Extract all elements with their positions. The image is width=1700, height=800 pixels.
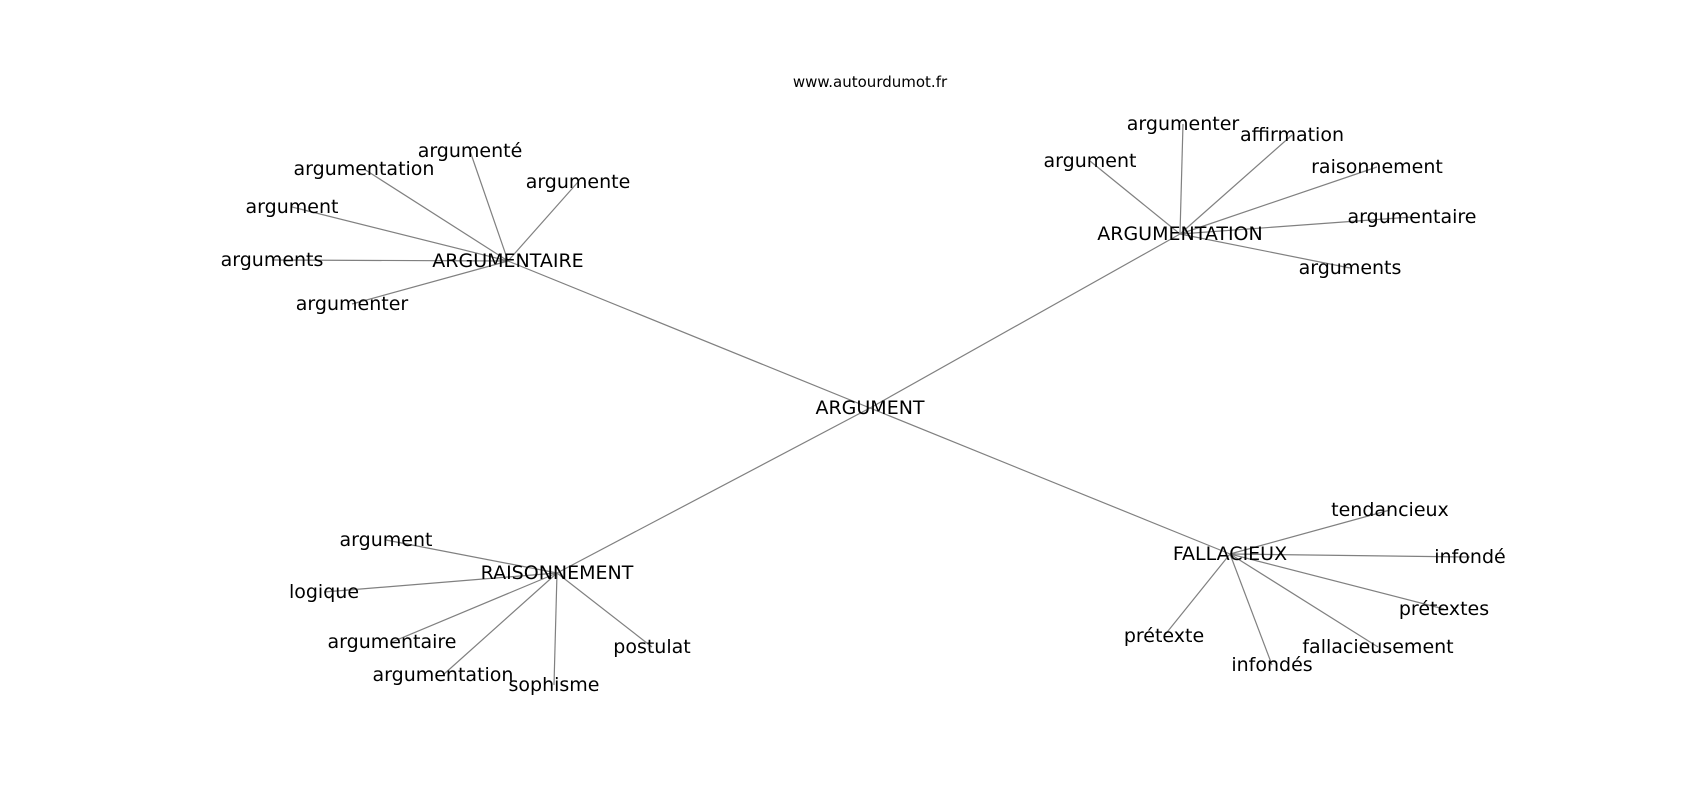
leaf-node: argumenter [296, 293, 409, 315]
hub-node: ARGUMENTAIRE [432, 250, 583, 272]
leaf-node: argumenter [1127, 113, 1240, 135]
leaf-edge [553, 572, 558, 686]
leaf-edge [1229, 553, 1379, 648]
leaf-node: postulat [613, 636, 690, 658]
leaf-edge [391, 572, 558, 643]
leaf-node: argumente [526, 171, 631, 193]
leaf-edge [1229, 553, 1445, 610]
leaf-edge [1229, 553, 1471, 558]
leaf-edge [323, 572, 558, 593]
leaf-node: argumenté [418, 140, 523, 162]
root-edge [869, 407, 1231, 555]
leaf-node: affirmation [1240, 124, 1344, 146]
root-edge [556, 407, 871, 574]
leaf-node: tendancieux [1331, 499, 1449, 521]
leaf-node: raisonnement [1311, 156, 1443, 178]
hub-node: FALLACIEUX [1173, 543, 1287, 565]
leaf-node: argument [340, 529, 433, 551]
hub-node: ARGUMENTATION [1097, 223, 1262, 245]
leaf-edge [1229, 509, 1391, 555]
graph-edges [271, 123, 1471, 686]
leaf-edge [1179, 123, 1184, 235]
leaf-node: argumentaire [328, 631, 457, 653]
graph-nodes: ARGUMENTARGUMENTAIREargumentéargumentati… [221, 113, 1506, 696]
leaf-node: arguments [221, 249, 324, 271]
leaf-node: prétexte [1124, 625, 1204, 647]
root-node: ARGUMENT [815, 397, 924, 419]
leaf-edge [442, 572, 558, 676]
site-label: www.autourdumot.fr [793, 73, 948, 91]
leaf-node: argument [1044, 150, 1137, 172]
leaf-edge [556, 572, 653, 648]
leaf-node: fallacieusement [1302, 636, 1453, 658]
leaf-edge [1179, 216, 1413, 235]
leaf-node: sophisme [508, 674, 599, 696]
leaf-edge [1163, 553, 1231, 637]
leaf-edge [385, 539, 558, 574]
leaf-edge [1179, 134, 1293, 235]
leaf-edge [271, 259, 509, 262]
leaf-edge [1089, 160, 1181, 235]
leaf-node: infondé [1434, 546, 1505, 568]
leaf-edge [363, 168, 509, 262]
root-edge [869, 233, 1181, 409]
leaf-node: arguments [1299, 257, 1402, 279]
leaf-node: argumentation [373, 664, 514, 686]
leaf-node: prétextes [1399, 598, 1489, 620]
leaf-node: logique [289, 581, 359, 603]
leaf-edge [351, 260, 509, 305]
leaf-node: infondés [1231, 654, 1312, 676]
leaf-node: argument [246, 196, 339, 218]
leaf-edge [291, 206, 509, 262]
leaf-edge [469, 150, 509, 262]
root-edge [507, 260, 871, 409]
leaf-edge [507, 181, 579, 262]
leaf-node: argumentaire [1348, 206, 1477, 228]
leaf-edge [1229, 553, 1273, 666]
leaf-edge [1179, 166, 1378, 235]
hub-node: RAISONNEMENT [481, 562, 634, 584]
leaf-node: argumentation [294, 158, 435, 180]
leaf-edge [1179, 233, 1351, 269]
